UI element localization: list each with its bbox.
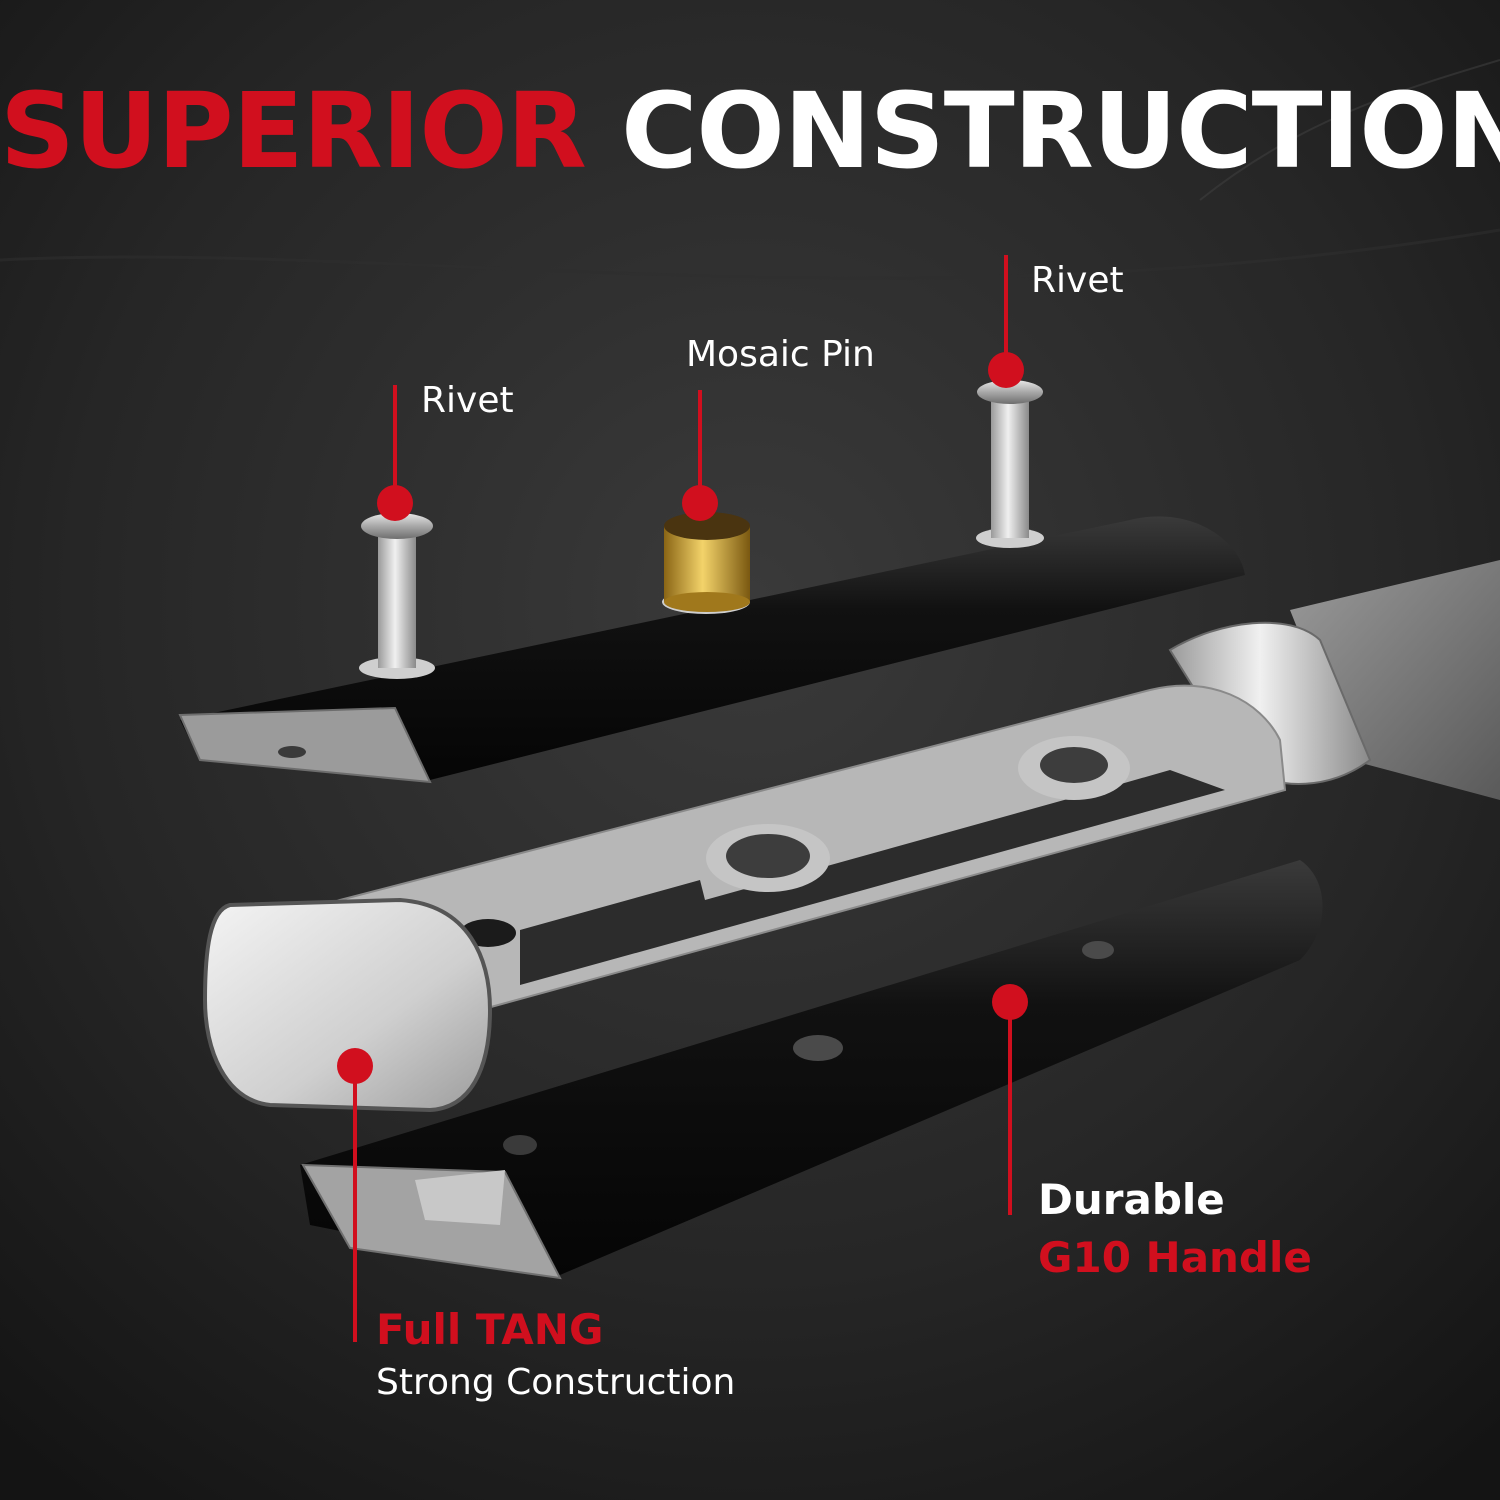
label-handle-title: Durable <box>1038 1175 1225 1224</box>
label-full-tang-title: Full TANG <box>376 1305 604 1354</box>
background-texture <box>0 228 1500 280</box>
background-texture <box>1199 59 1500 201</box>
rivet-right <box>991 395 1029 538</box>
rivet-left-head <box>361 513 433 539</box>
scale-hole <box>278 746 306 758</box>
title-word-superior: SUPERIOR <box>0 70 587 192</box>
mosaic-pin-top <box>664 512 750 540</box>
label-handle-subtitle: G10 Handle <box>1038 1233 1312 1282</box>
page-title: SUPERIOR CONSTRUCTION <box>0 70 1500 192</box>
label-rivet-right: Rivet <box>1031 260 1124 301</box>
scale-hole <box>503 1135 537 1155</box>
scale-hole <box>793 1035 843 1061</box>
pommel-end-cap <box>202 897 493 1113</box>
tang-window <box>520 770 1225 985</box>
callout-dot-mosaic-pin <box>682 485 718 521</box>
mosaic-pin-bottom <box>664 592 750 612</box>
label-mosaic-pin: Mosaic Pin <box>686 334 875 375</box>
bottom-handle-scale <box>300 860 1323 1275</box>
tang-tab <box>415 1170 505 1225</box>
top-scale-end-face <box>178 706 432 784</box>
tang-hole <box>726 834 810 878</box>
top-handle-scale <box>180 516 1245 780</box>
rivet-left <box>378 530 416 668</box>
label-full-tang-subtitle: Strong Construction <box>376 1362 736 1403</box>
callout-dot-rivet-right <box>988 352 1024 388</box>
title-word-construction: CONSTRUCTION <box>621 70 1500 192</box>
tang-hole <box>1040 747 1108 783</box>
rivet-right-head <box>977 380 1043 404</box>
callout-dot-rivet-left <box>377 485 413 521</box>
scale-hole <box>1082 941 1114 959</box>
label-rivet-left: Rivet <box>421 380 514 421</box>
